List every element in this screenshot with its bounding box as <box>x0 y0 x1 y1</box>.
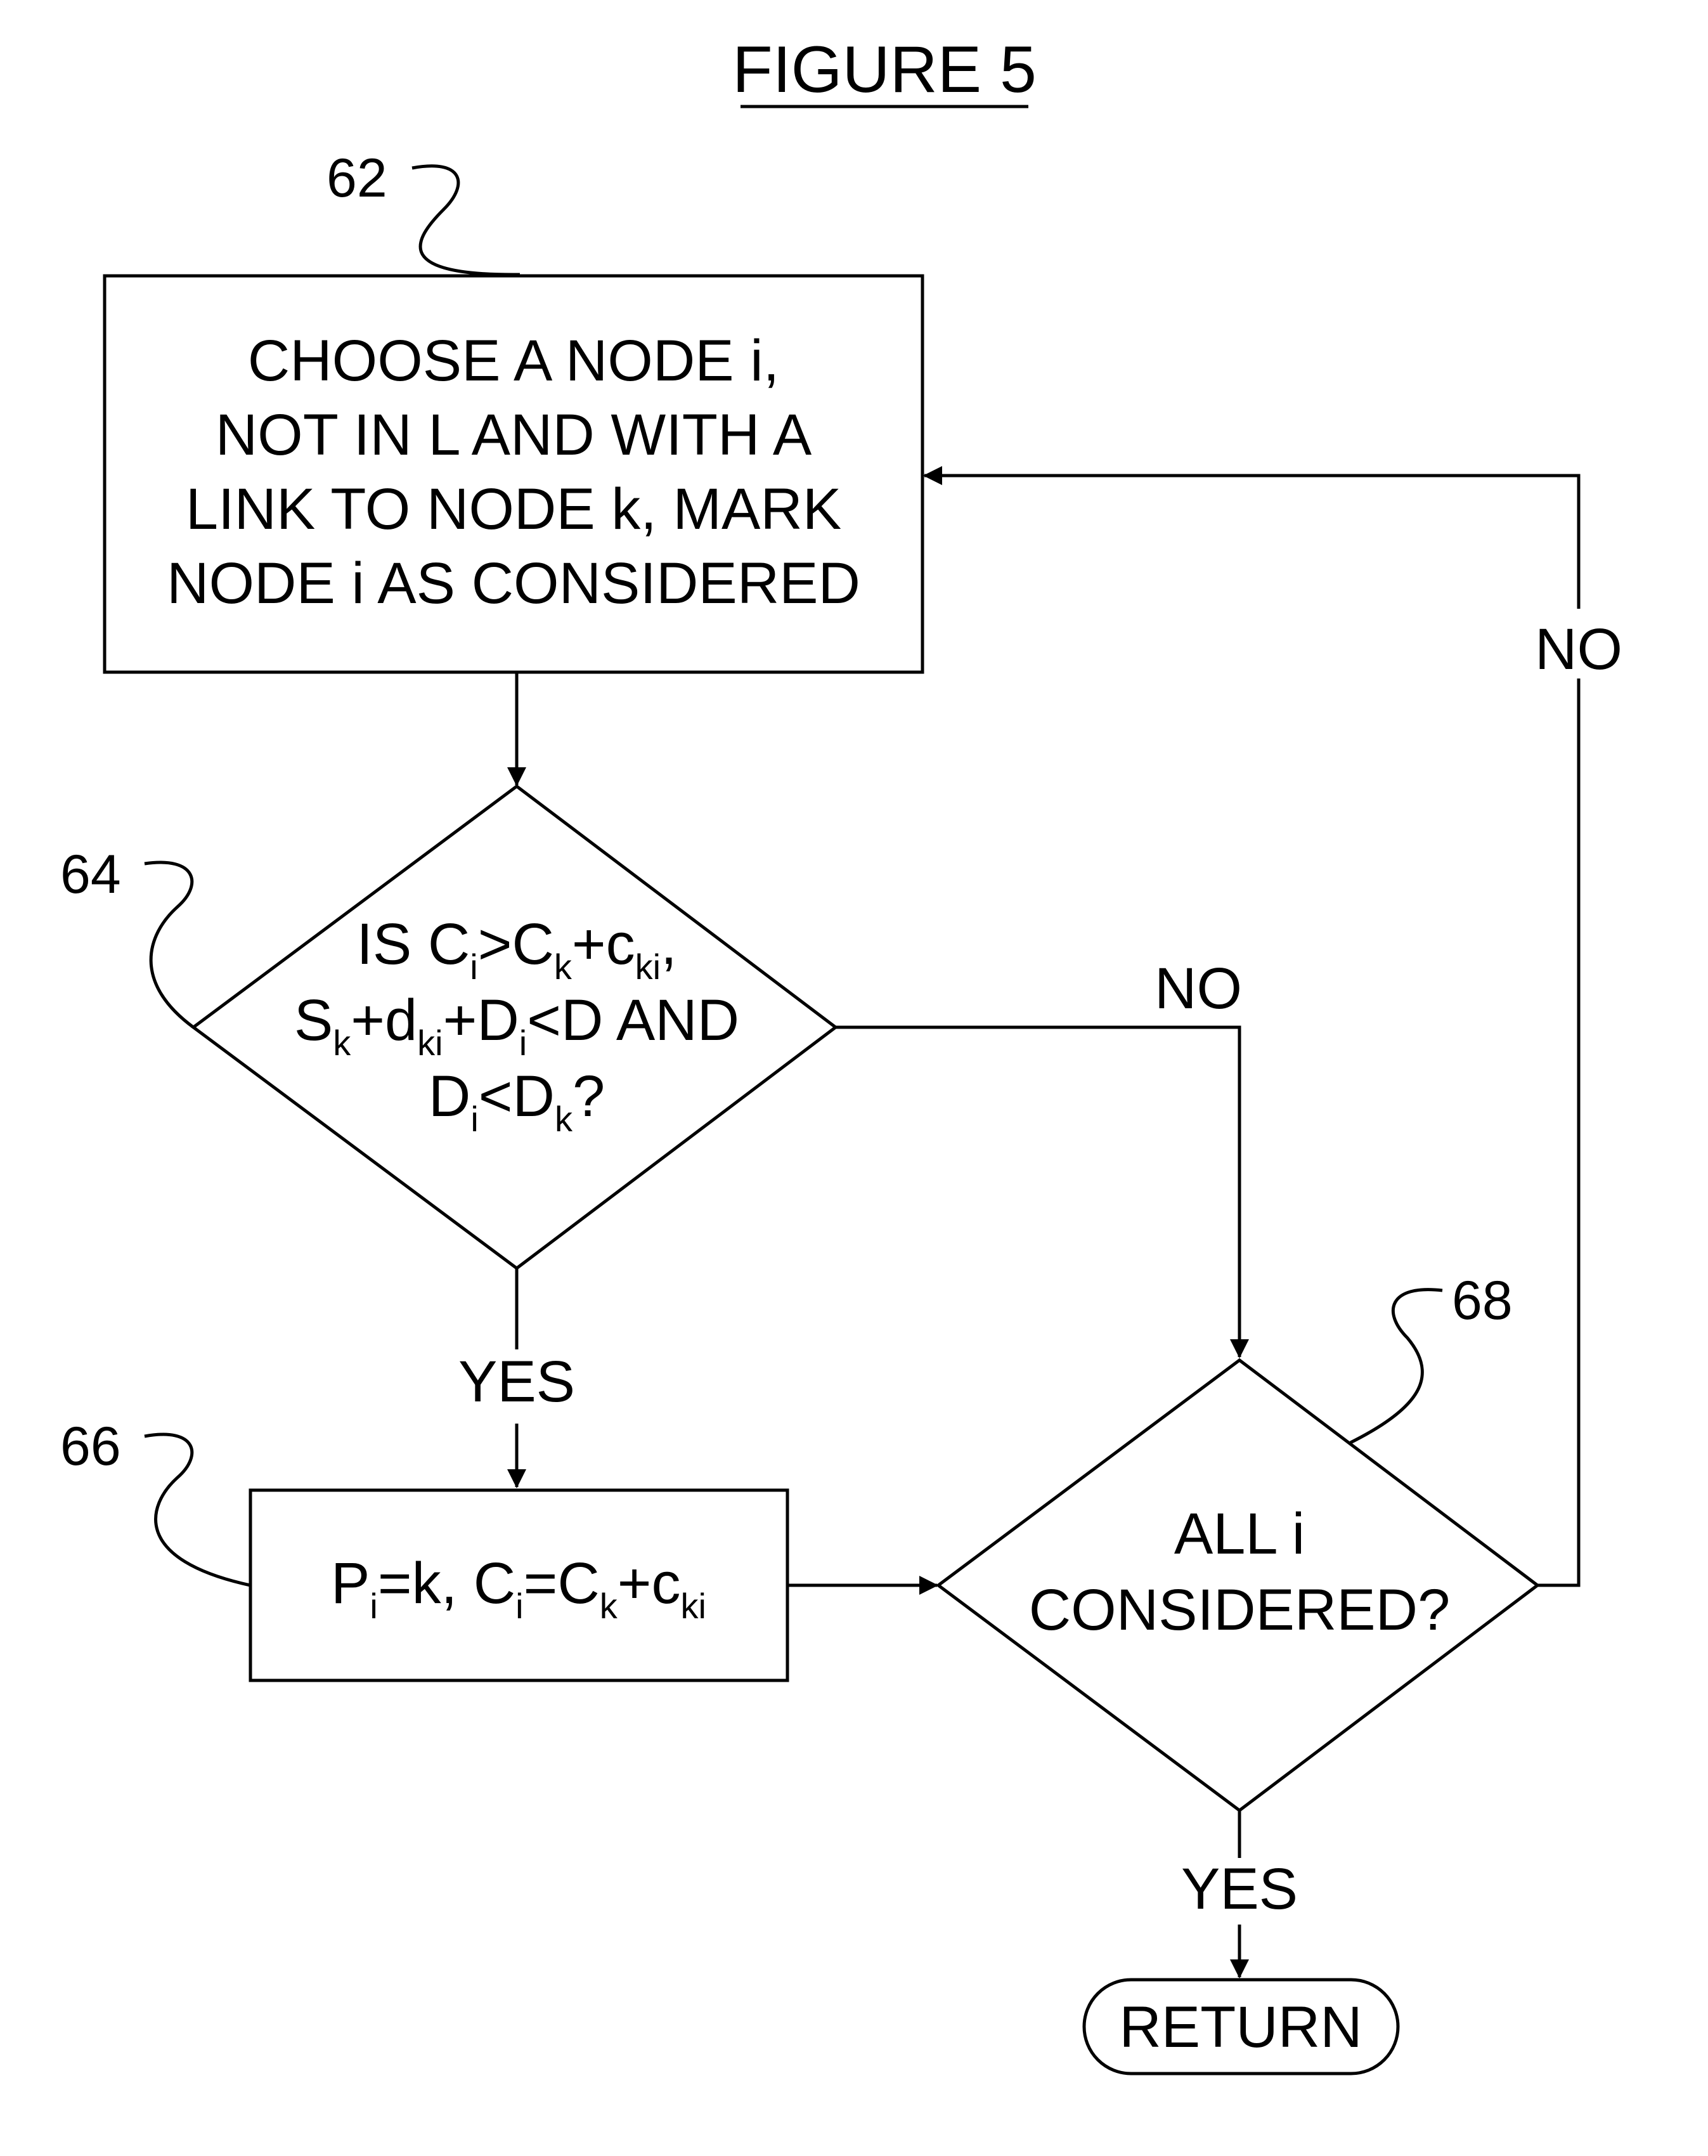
step-62-line-4: NODE i AS CONSIDERED <box>167 551 860 616</box>
ref-label-62: 62 <box>327 148 387 209</box>
step-62-box <box>103 274 924 674</box>
step-64-line-3: Di<Dk? <box>429 1064 605 1139</box>
edge-label-68-no: NO <box>1535 617 1622 682</box>
edge-label-64-no: NO <box>1155 956 1242 1021</box>
step-64-line-2: Sk+dki+Di<D AND <box>294 988 739 1063</box>
step-62-line-2: NOT IN L AND WITH A <box>216 403 812 467</box>
edge-label-68-yes: YES <box>1181 1857 1298 1921</box>
step-64-line-1: IS Ci>Ck+cki, <box>356 912 676 987</box>
ref-label-68: 68 <box>1452 1270 1513 1331</box>
step-62-line-3: LINK TO NODE k, MARK <box>186 477 841 542</box>
ref-label-66: 66 <box>60 1416 121 1477</box>
edge-label-68-no-bg <box>1528 609 1629 679</box>
ref-leader-62 <box>411 164 521 276</box>
return-terminal <box>1082 1978 1400 2075</box>
arrow-68-no-to-62 <box>923 466 1581 1587</box>
edge-label-64-yes: YES <box>458 1349 575 1414</box>
ref-leader-66 <box>144 1432 251 1587</box>
arrow-64-no-to-68 <box>836 1025 1249 1358</box>
step-68-line-2: CONSIDERED? <box>1029 1578 1451 1642</box>
step-62-line-1: CHOOSE A NODE i, <box>248 328 779 393</box>
ref-leader-64 <box>144 860 195 1029</box>
ref-leader-68 <box>1349 1288 1443 1445</box>
step-66-text: Pi=k, Ci=Ck+cki <box>331 1551 706 1626</box>
return-label: RETURN <box>1119 1995 1362 2060</box>
figure-title: FIGURE 5 <box>732 33 1037 107</box>
step-68-line-1: ALL i <box>1174 1502 1305 1566</box>
ref-label-64: 64 <box>60 844 121 905</box>
